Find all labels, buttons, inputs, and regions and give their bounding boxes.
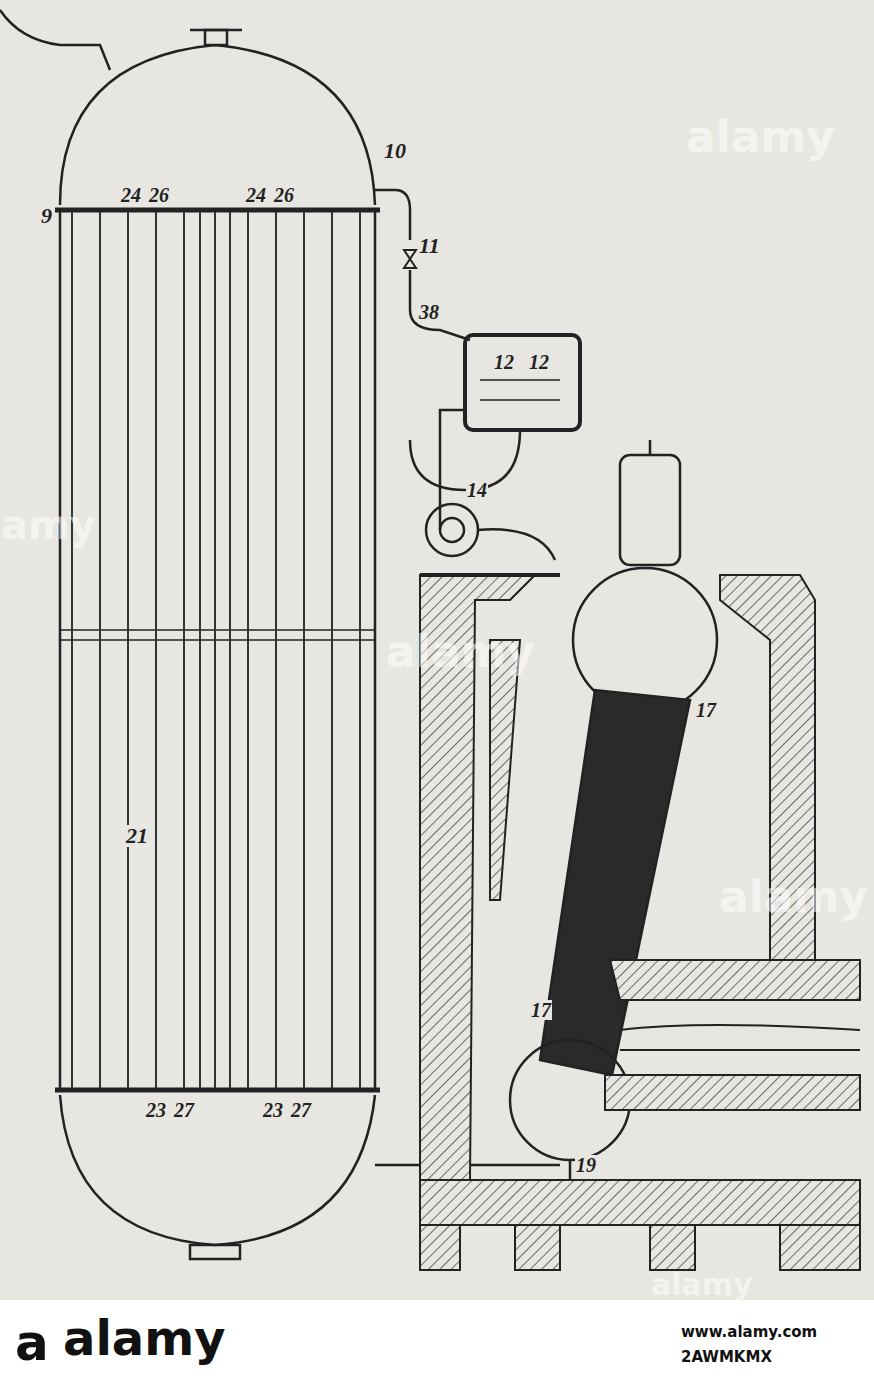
watermark: alamy (685, 115, 836, 159)
footer-text: 2AWMKMX (680, 1350, 773, 1365)
callout-number: 10 (383, 140, 407, 162)
callout-number: 17 (530, 1000, 552, 1020)
callout-number: 27 (290, 1100, 312, 1120)
callout-number: 17 (695, 700, 717, 720)
callout-number: 11 (418, 235, 441, 257)
footer-text: www.alamy.com (680, 1325, 818, 1340)
tube-line (303, 212, 305, 1088)
watermark: alamy (650, 1270, 754, 1300)
callout-number: 24 (245, 185, 267, 205)
callout-number: 12 (528, 352, 550, 372)
callout-number: 21 (125, 825, 149, 847)
callout-number: 24 (120, 185, 142, 205)
callout-number: 9 (40, 205, 53, 227)
callout-number: 23 (145, 1100, 167, 1120)
tube-line (331, 212, 333, 1088)
watermark: amy (0, 505, 97, 545)
tube-line (359, 212, 361, 1088)
tube-line (99, 212, 101, 1088)
callout-number: 12 (493, 352, 515, 372)
tube-line (229, 212, 231, 1088)
footer-text: alamy (62, 1314, 227, 1362)
callout-number: 38 (418, 302, 440, 322)
tube-line (155, 212, 157, 1088)
tube-line (71, 212, 73, 1088)
callout-number: 27 (173, 1100, 195, 1120)
watermark: alamy (385, 630, 536, 674)
callout-number: 14 (466, 480, 488, 500)
callout-number: 26 (273, 185, 295, 205)
tube-line (214, 212, 216, 1088)
callout-number: 26 (148, 185, 170, 205)
watermark: alamy (718, 875, 869, 919)
tube-line (199, 212, 201, 1088)
tube-line (183, 212, 185, 1088)
tube-line (247, 212, 249, 1088)
callout-number: 19 (575, 1155, 597, 1175)
tube-line (127, 212, 129, 1088)
callout-number: 23 (262, 1100, 284, 1120)
tube-line (275, 212, 277, 1088)
footer-text: a (14, 1318, 50, 1368)
